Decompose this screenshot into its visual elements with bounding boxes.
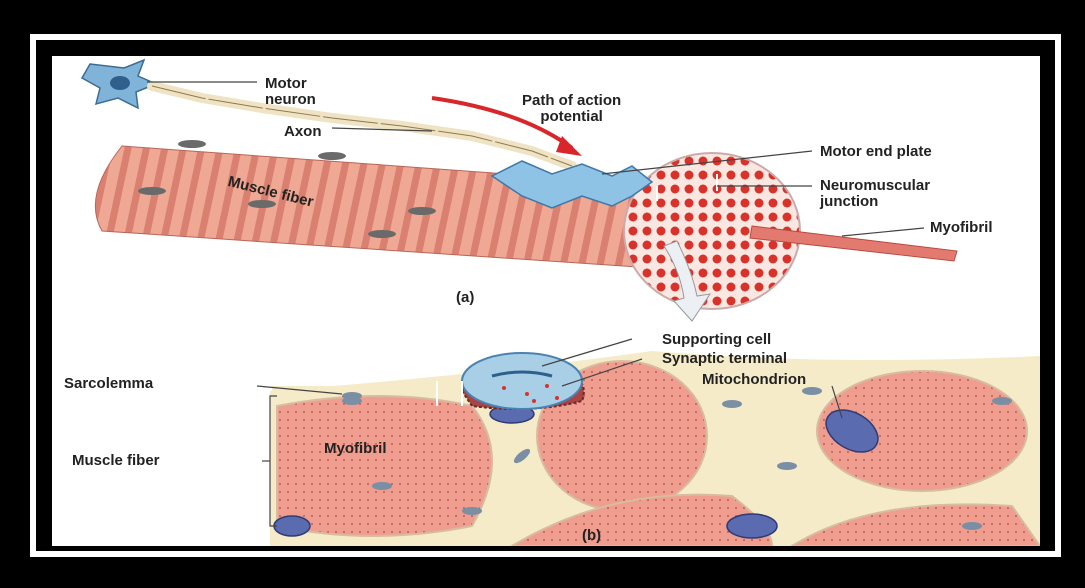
label-part-a: (a) [456, 290, 474, 306]
nucleus-mark [138, 187, 166, 195]
label-myofibril-bottom: Myofibril [324, 441, 387, 457]
diagram-panel: Motor neuron Path of action potential Ax… [52, 56, 1040, 546]
muscle-diagram-svg [52, 56, 1040, 546]
nucleus-mark [408, 207, 436, 215]
label-sarcolemma: Sarcolemma [64, 376, 153, 392]
label-motor-end-plate: Motor end plate [820, 144, 932, 160]
label-motor-neuron: Motor neuron [265, 76, 316, 108]
label-supporting-cell: Supporting cell [662, 332, 771, 348]
label-neuromuscular-junction: Neuromuscular junction [820, 178, 930, 210]
nucleus-mark [318, 152, 346, 160]
nucleus-mark [178, 140, 206, 148]
label-muscle-fiber-bottom: Muscle fiber [72, 453, 160, 469]
mitochondrion [727, 514, 777, 538]
label-path-of-action-potential: Path of action potential [522, 93, 621, 125]
mitochondrion [274, 516, 310, 536]
neuron-nucleus [110, 76, 130, 90]
nucleus-mark [248, 200, 276, 208]
myofibril-cross [277, 396, 492, 536]
label-myofibril-top: Myofibril [930, 220, 993, 236]
label-mitochondrion: Mitochondrion [702, 372, 806, 388]
label-axon: Axon [284, 124, 322, 140]
nucleus-mark [368, 230, 396, 238]
label-part-b: (b) [582, 528, 601, 544]
supporting-cell [462, 353, 582, 409]
label-synaptic-terminal: Synaptic terminal [662, 351, 787, 367]
